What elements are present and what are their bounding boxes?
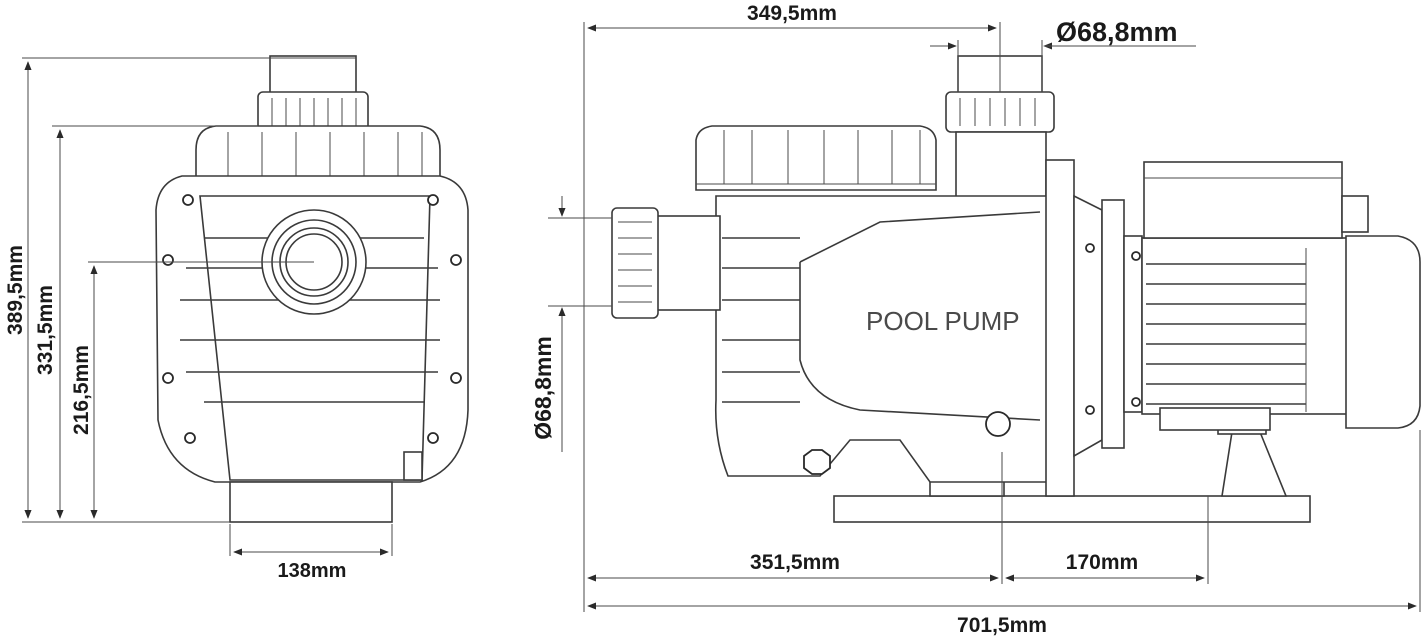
dim-length-total: 701,5mm (957, 614, 1047, 637)
side-strainer-lid (695, 125, 937, 191)
side-outlet-union (945, 91, 1055, 133)
side-pump-housing (714, 195, 1049, 483)
front-outlet-union (257, 91, 369, 133)
side-ribs (722, 237, 800, 403)
side-volute-bottom (799, 262, 1041, 421)
side-inlet-union (611, 207, 659, 319)
front-dimension-lines (22, 57, 393, 556)
side-seal-housing (1073, 194, 1103, 458)
side-motor-fins (1146, 248, 1307, 412)
side-vent-plug (985, 411, 1011, 437)
side-capacitor (1159, 407, 1271, 431)
dim-outlet-offset: 349,5mm (747, 2, 837, 25)
side-view: POOL PUMP (611, 55, 1421, 523)
dim-outlet-diameter: Ø68,8mm (1056, 17, 1178, 47)
dim-height-inlet-center: 216,5mm (70, 345, 93, 435)
front-outlet-pipe (269, 55, 357, 97)
dim-height-inlet-top: 331,5mm (34, 285, 57, 375)
dim-base-right: 170mm (1066, 551, 1138, 574)
side-flange (1045, 159, 1075, 497)
dim-inlet-diameter: Ø68,8mm (530, 336, 556, 440)
side-motor-flange (1101, 199, 1125, 449)
side-terminal-box (1143, 161, 1343, 239)
dim-height-total: 389,5mm (4, 245, 27, 335)
dim-width-base: 138mm (278, 560, 347, 582)
side-outlet-neck (955, 131, 1047, 203)
front-drain-plug (403, 451, 423, 481)
side-inlet-pipe (655, 215, 721, 311)
side-dimension-lines (548, 22, 1421, 612)
side-motor-adapter (1123, 235, 1143, 413)
side-cable-gland (1341, 195, 1369, 233)
side-flange-bolts (1085, 243, 1141, 415)
side-fan-cover (1345, 235, 1421, 429)
pump-label: POOL PUMP (866, 306, 1020, 336)
side-drain-plug (803, 449, 831, 475)
dim-base-left: 351,5mm (750, 551, 840, 574)
front-bolts (162, 194, 462, 444)
front-base-foot (229, 481, 393, 523)
side-volute-top (799, 211, 1041, 263)
side-motor-foot (1221, 431, 1288, 497)
side-base-plate (833, 495, 1311, 523)
front-view (155, 55, 469, 523)
